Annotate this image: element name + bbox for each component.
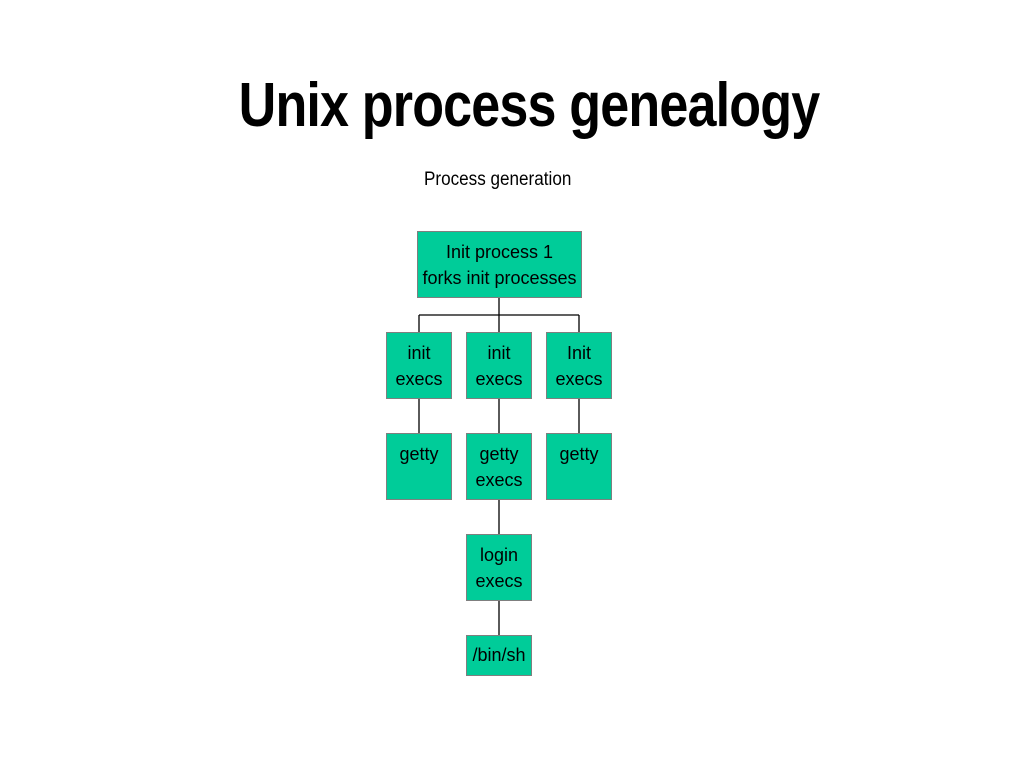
node-label-line1: init (487, 343, 511, 363)
node-label-line1: login (479, 545, 519, 565)
node-init-execs-3: Init execs (546, 332, 612, 399)
node-bin-sh: /bin/sh (466, 635, 532, 676)
node-login-execs: login execs (466, 534, 532, 601)
node-label-line2: execs (555, 369, 603, 389)
node-label-line2: forks init processes (422, 268, 577, 288)
node-label-line1: /bin/sh (472, 645, 526, 665)
diagram-caption: Process generation (424, 169, 572, 190)
node-label-line2: execs (475, 571, 523, 591)
node-getty-3: getty (546, 433, 612, 500)
node-label-line1: getty (559, 444, 599, 464)
node-label-line2: execs (475, 470, 523, 490)
node-label-line1: Init process 1 (445, 242, 554, 262)
node-label-line1: Init (566, 343, 591, 363)
node-label-line1: init (407, 343, 431, 363)
node-init-execs-1: init execs (386, 332, 452, 399)
node-label-line1: getty (479, 444, 519, 464)
node-getty-1: getty (386, 433, 452, 500)
node-init-process-1: Init process 1 forks init processes (417, 231, 582, 298)
node-init-execs-2: init execs (466, 332, 532, 399)
node-label-line2: execs (395, 369, 443, 389)
node-label-line1: getty (399, 444, 439, 464)
slide-title: Unix process genealogy (238, 71, 820, 140)
node-getty-execs: getty execs (466, 433, 532, 500)
node-label-line2: execs (475, 369, 523, 389)
